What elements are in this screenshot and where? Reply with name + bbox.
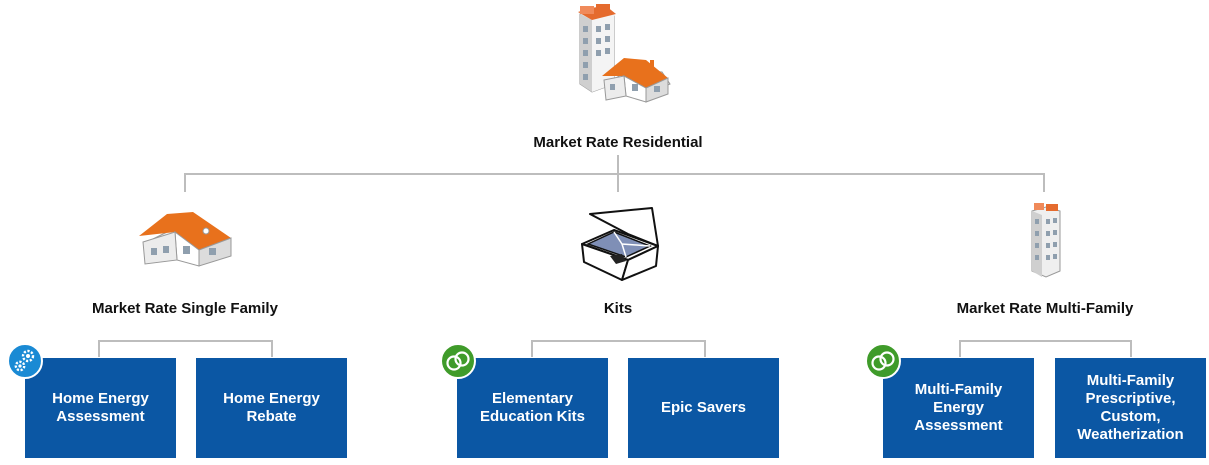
open-box-icon [581, 207, 659, 281]
category-label-single-family: Market Rate Single Family [92, 300, 278, 317]
apartment-with-house-icon [578, 4, 671, 103]
program-epic-savers[interactable]: Epic Savers [628, 358, 779, 458]
multi-family-connector [959, 340, 1132, 357]
kits-programs-connector [531, 340, 706, 357]
category-label-multi-family: Market Rate Multi-Family [956, 300, 1134, 317]
root-label: Market Rate Residential [533, 134, 703, 151]
single-family-connector [98, 340, 273, 357]
apartment-tower-icon [1031, 203, 1061, 278]
category-connector [184, 173, 1045, 192]
linked-rings-icon [440, 343, 476, 379]
gears-icon [7, 343, 43, 379]
house-icon [139, 212, 232, 267]
linked-rings-icon [865, 343, 901, 379]
category-label-kits: Kits [603, 300, 633, 317]
